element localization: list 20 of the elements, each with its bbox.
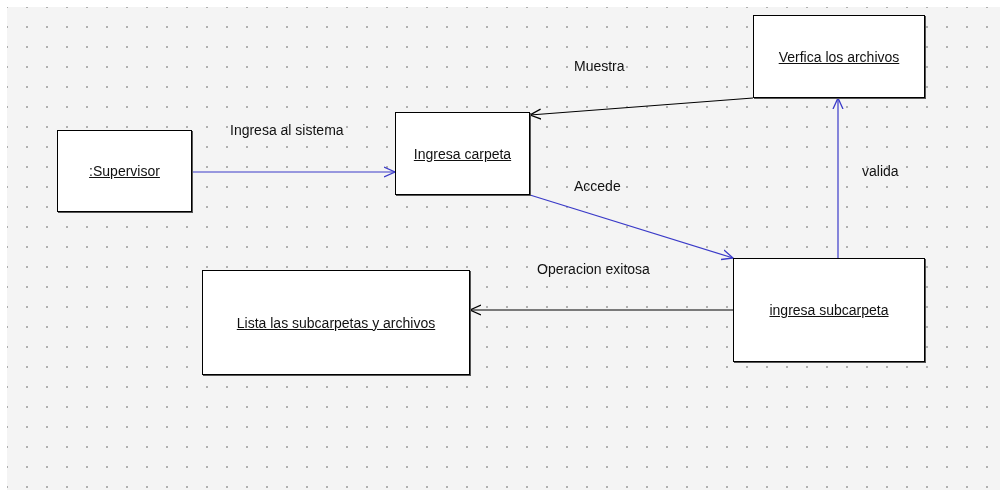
object-name: :Supervisor (89, 163, 160, 179)
object-box (57, 130, 192, 212)
arrow (469, 304, 734, 316)
arrow (191, 166, 396, 178)
arrow (529, 194, 734, 261)
object-name: Ingresa carpeta (413, 145, 512, 162)
object-name: Lista las subcarpetas y archivos (236, 314, 436, 331)
object-box (753, 15, 925, 98)
edge-label: Muestra (574, 58, 625, 74)
object-name: Verfica los archivos (778, 48, 900, 65)
object-name: ingresa subcarpeta (769, 302, 889, 318)
object-box (395, 112, 530, 195)
edge-label: Operacion exitosa (537, 261, 650, 277)
edge-label: Accede (574, 178, 621, 194)
edge-label: Ingresa al sistema (230, 122, 344, 138)
arrow (529, 97, 754, 120)
arrow (832, 97, 844, 259)
object-box (733, 258, 925, 362)
edge-label: valida (862, 163, 899, 179)
object-box (202, 270, 470, 375)
